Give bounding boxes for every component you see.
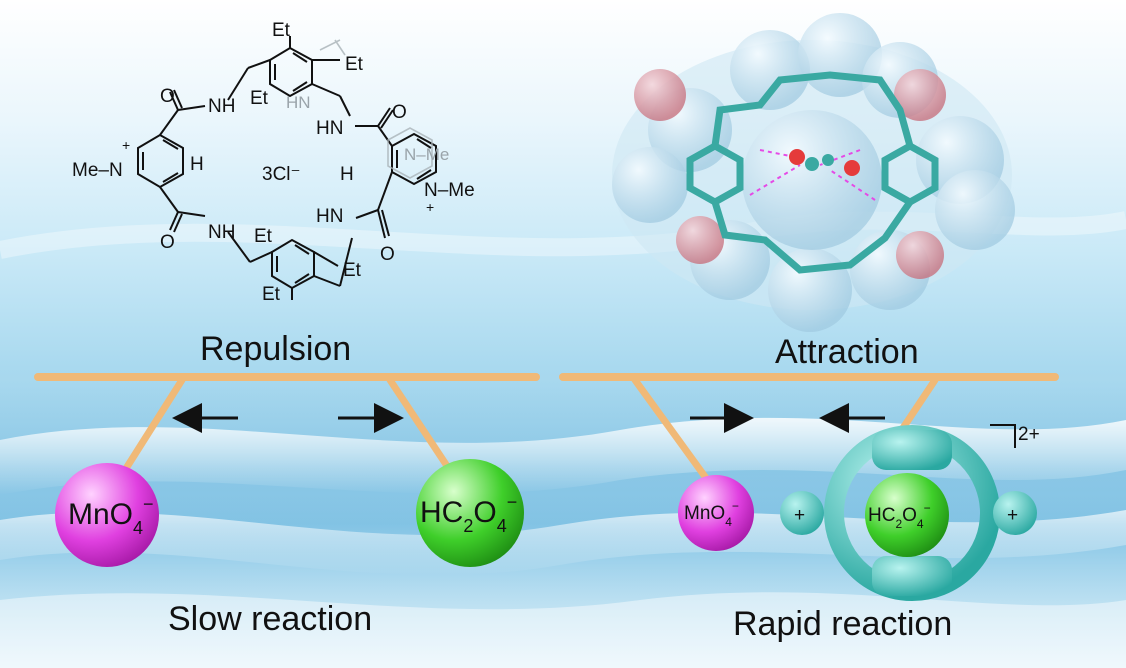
ethyl-label-2: Et (345, 54, 364, 75)
plus-right-label: + (426, 199, 434, 215)
amide-hn1-label: HN (316, 118, 343, 139)
hc2o4-label-right: HC2O4− (868, 501, 931, 531)
carbonyl-o4-label: O (380, 244, 395, 265)
ethyl-label-3: Et (250, 88, 269, 109)
hydrogen-right-label: H (340, 164, 354, 185)
methyl-right-label: N–Me (424, 180, 475, 201)
carbonyl-o1-label: O (160, 86, 175, 107)
cage-plus-left: + (794, 505, 805, 526)
hydrogen-left-label: H (190, 154, 204, 175)
repulsion-title: Repulsion (200, 330, 352, 368)
ethyl-label-4: Et (254, 226, 273, 247)
chloride-counterion: 3Cl⁻ (262, 164, 301, 185)
ghost-hn-label: HN (286, 93, 311, 112)
cage-charge-label: 2+ (1018, 424, 1040, 445)
mno4-label-left: MnO4− (68, 494, 154, 538)
amide-nh1-label: NH (208, 96, 235, 117)
hc2o4-sphere-left (416, 459, 524, 567)
carbonyl-o3-label: O (392, 102, 407, 123)
rapid-reaction-caption: Rapid reaction (733, 605, 953, 643)
ethyl-label-6: Et (262, 284, 281, 305)
slow-reaction-caption: Slow reaction (168, 600, 373, 638)
mno4-sphere-left (55, 463, 159, 567)
mno4-label-right: MnO4− (684, 499, 739, 529)
ethyl-label-1: Et (272, 20, 291, 41)
amide-nh2-label: NH (208, 222, 235, 243)
ethyl-label-5: Et (343, 260, 362, 281)
mno4-sphere-right (678, 475, 754, 551)
methyl-left-label: Me–N (72, 160, 123, 181)
plus-left-label: + (122, 137, 130, 153)
amide-hn2-label: HN (316, 206, 343, 227)
hc2o4-label-left: HC2O4− (420, 492, 517, 536)
hc2o4-sphere-right (865, 473, 949, 557)
attraction-title: Attraction (775, 333, 919, 371)
charge-bracket (990, 424, 1016, 448)
ghost-methyl-label: N–Me (404, 145, 449, 164)
cage-plus-right: + (1007, 505, 1018, 526)
carbonyl-o2-label: O (160, 232, 175, 253)
cage-host (780, 425, 1037, 601)
left-balance-beam (34, 373, 540, 482)
